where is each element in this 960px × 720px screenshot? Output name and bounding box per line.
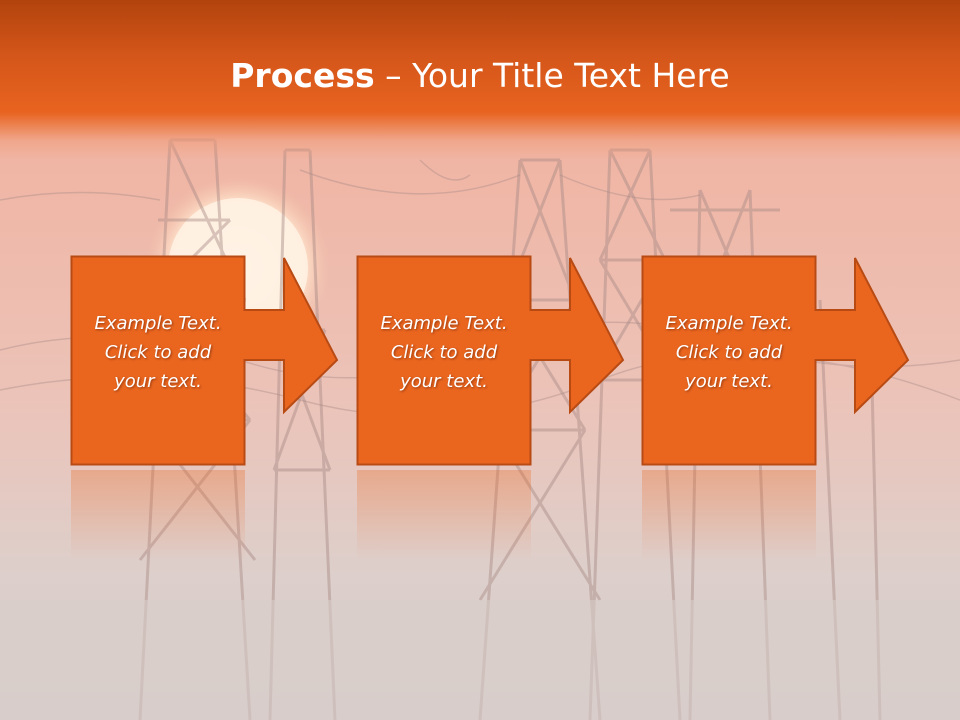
arrow-box-shape xyxy=(70,255,339,466)
step-line: your text. xyxy=(685,371,773,392)
step-line: Example Text. xyxy=(665,313,793,334)
process-step-3[interactable]: Example Text. Click to add your text. xyxy=(641,255,912,468)
step-line: Click to add xyxy=(675,342,783,363)
step-reflection xyxy=(642,470,816,560)
title-rest-text: Your Title Text Here xyxy=(412,56,730,95)
step-line: Example Text. xyxy=(380,313,508,334)
process-step-1[interactable]: Example Text. Click to add your text. xyxy=(70,255,341,468)
process-step-2[interactable]: Example Text. Click to add your text. xyxy=(356,255,627,468)
header-band xyxy=(0,0,960,160)
step-reflection xyxy=(71,470,245,560)
step-line: Click to add xyxy=(390,342,498,363)
title-bold-text: Process xyxy=(230,56,375,95)
arrow-box-shape xyxy=(641,255,910,466)
title-dash: – xyxy=(374,56,413,95)
step-line: your text. xyxy=(114,371,202,392)
step-text[interactable]: Example Text. Click to add your text. xyxy=(642,309,816,396)
step-line: Click to add xyxy=(104,342,212,363)
step-text[interactable]: Example Text. Click to add your text. xyxy=(357,309,531,396)
step-text[interactable]: Example Text. Click to add your text. xyxy=(71,309,245,396)
step-line: Example Text. xyxy=(94,313,222,334)
step-line: your text. xyxy=(400,371,488,392)
arrow-box-shape xyxy=(356,255,625,466)
slide-title[interactable]: Process – Your Title Text Here xyxy=(0,54,960,98)
step-reflection xyxy=(357,470,531,560)
